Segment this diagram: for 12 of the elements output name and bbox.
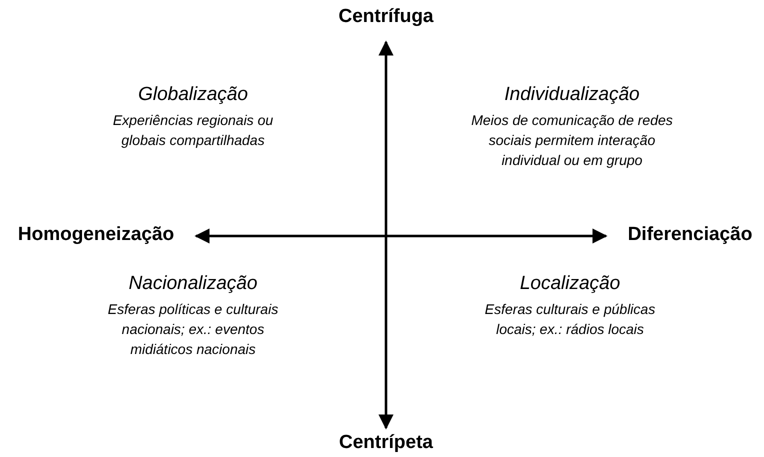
quadrant-title: Globalização [138,84,248,106]
axis-label: Diferenciação [628,224,752,246]
quadrant-title: Nacionalização [128,273,258,295]
quadrant-description: Esferas culturais e públicas locais; ex.: rádios locais [484,300,656,339]
quadrant-description: Esferas políticas e culturais nacionais; ex.: eventos midiáticos nacionais [106,300,280,359]
quadrant-title: Localização [520,273,620,295]
quadrant-description: Meios de comunicação de redes sociais permitem interação individual ou em grupo [470,111,674,170]
quadrant-description: Experiências regionais ou globais compartilhadas [112,111,274,150]
axis-label: Centrífuga [338,6,434,28]
axis-label: Homogeneização [18,224,174,246]
quadrant-title: Individualização [504,84,640,106]
axis-label: Centrípeta [339,432,433,454]
